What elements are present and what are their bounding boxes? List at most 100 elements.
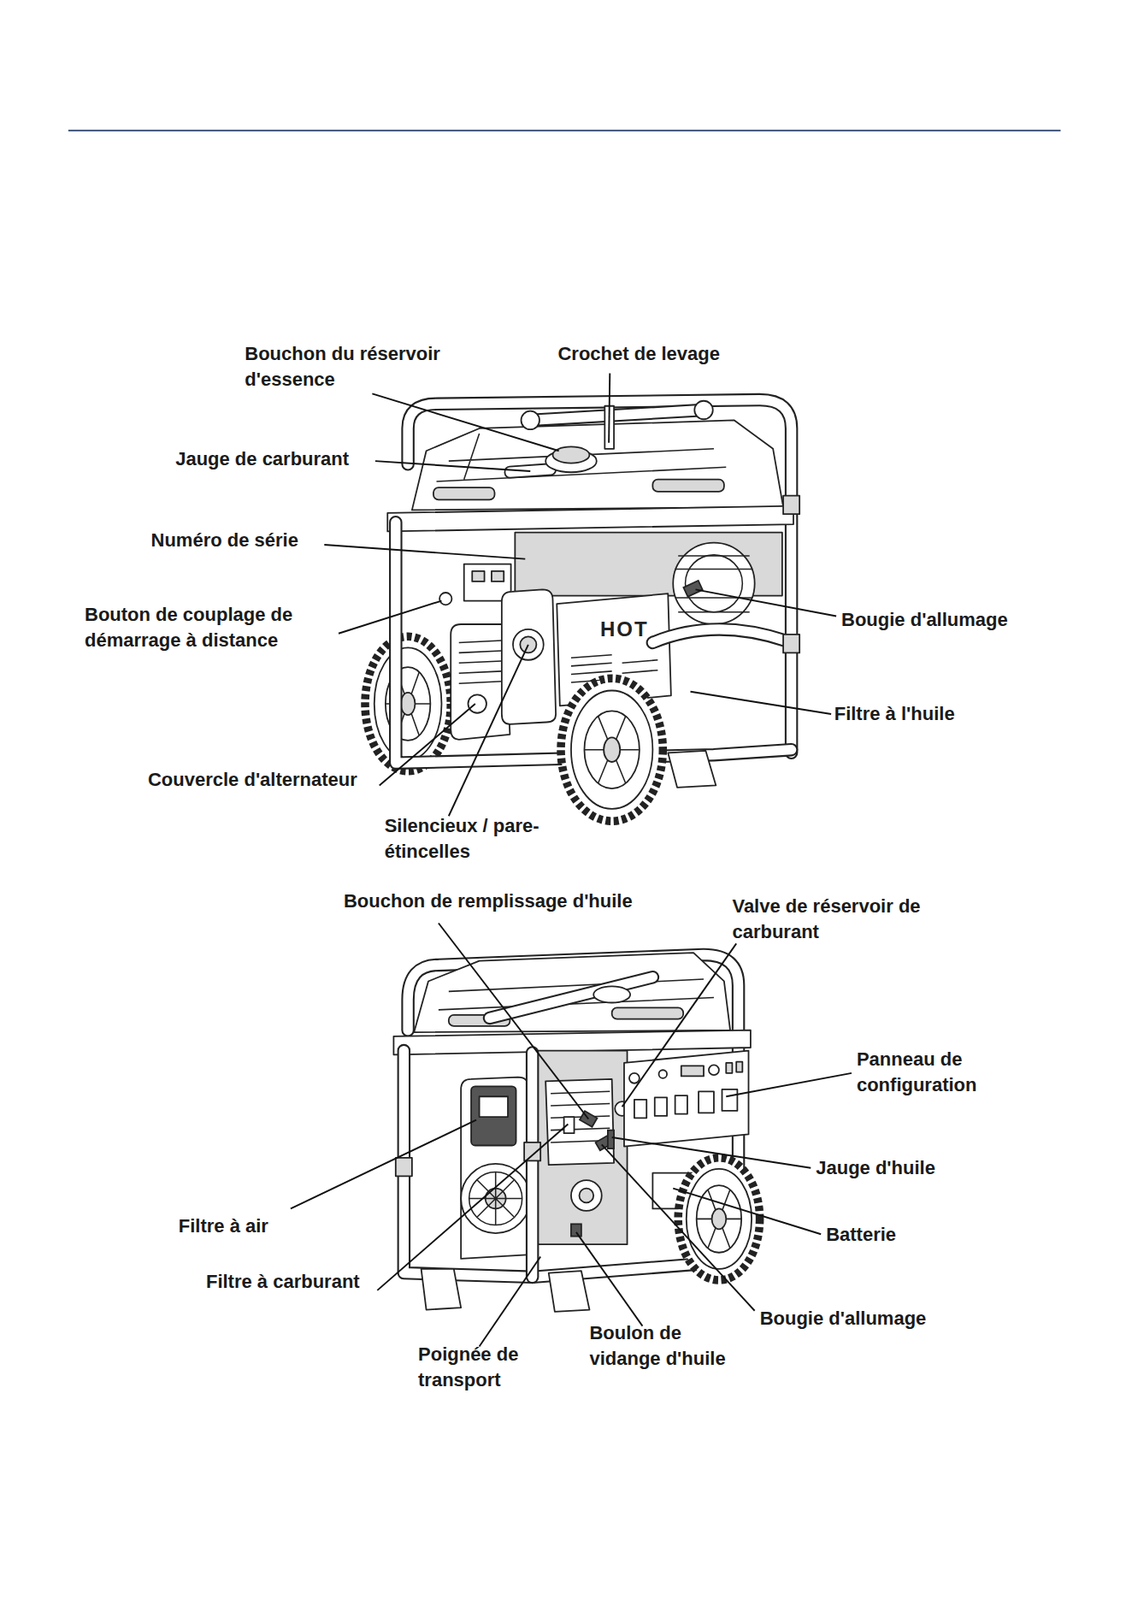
panel-knob	[708, 1064, 720, 1075]
tire	[560, 678, 663, 821]
frame-clamp	[395, 1157, 413, 1176]
leader-line	[612, 1137, 812, 1168]
panel-knob	[629, 1073, 640, 1084]
carry-handle	[652, 629, 785, 643]
bar-end	[521, 411, 540, 430]
cover-slat	[571, 654, 658, 683]
hub-cap	[603, 736, 620, 762]
rim	[686, 1168, 752, 1269]
leader-line	[438, 922, 589, 1119]
frame-clamp	[524, 1142, 541, 1161]
part-label: Numéro de série	[151, 527, 299, 554]
cooling-fin	[675, 555, 754, 613]
part-label: Bouchon du réservoir d'essence	[244, 341, 452, 393]
leader-line	[601, 1143, 755, 1310]
tank-ridge	[433, 487, 496, 500]
engine-cylinder	[672, 542, 755, 625]
leader-line	[338, 601, 442, 634]
tank-detail	[436, 433, 727, 482]
leader-line	[479, 1256, 542, 1347]
engine-bay	[530, 1050, 627, 1245]
part-label: Jauge de carburant	[175, 446, 349, 472]
frame-foot	[548, 1270, 590, 1312]
frame-foot	[421, 1268, 462, 1310]
muffler-outlet	[519, 636, 537, 653]
frame-foot	[667, 750, 716, 788]
leader-line	[377, 1123, 568, 1290]
frame-tube	[403, 1050, 714, 1278]
fuel-filter	[564, 1116, 575, 1133]
leader-line	[622, 943, 737, 1107]
brand-logo: HOT	[600, 616, 649, 643]
leader-line	[725, 1073, 852, 1097]
leader-line	[290, 1120, 477, 1209]
hub	[696, 1185, 742, 1253]
leader-line	[695, 589, 837, 616]
fan-grille	[460, 1163, 531, 1233]
part-label: Filtre à l'huile	[834, 701, 956, 727]
part-label: Bouchon de remplissage d'huile	[343, 888, 633, 914]
part-label: Valve de réservoir de carburant	[731, 893, 926, 945]
fan-rib	[469, 1172, 523, 1226]
wheel	[365, 636, 451, 771]
outlet	[721, 1089, 737, 1111]
part-label: Poignée de transport	[418, 1341, 540, 1393]
leader-line	[371, 393, 559, 451]
part-label: Boulon de vidange d'huile	[589, 1320, 754, 1372]
lifting-bar	[489, 977, 654, 1019]
spark-plug	[683, 580, 702, 597]
starter	[579, 1188, 595, 1203]
pairing-button	[439, 592, 452, 605]
fan-grille	[469, 1172, 523, 1226]
fuel-tank	[412, 419, 784, 510]
oil-dipstick	[607, 1130, 614, 1149]
wheel	[678, 1157, 760, 1280]
hub-cap	[400, 692, 416, 715]
fuel-cap	[593, 985, 631, 1003]
engine-block	[545, 1078, 614, 1165]
drawing	[68, 130, 1062, 1347]
air-filter	[471, 1085, 516, 1145]
frame-clamp	[783, 634, 800, 653]
part-label: Panneau de configuration	[856, 1046, 1004, 1098]
panel-switch	[725, 1062, 732, 1074]
lifting-bar	[489, 977, 654, 1019]
generator-view-2	[393, 952, 760, 1312]
leader-lines	[290, 373, 852, 1347]
part-label: Crochet de levage	[557, 341, 720, 367]
leader-line	[324, 544, 525, 560]
part-label: Bougie d'allumage	[760, 1305, 927, 1332]
fuel-cap	[552, 446, 590, 463]
muffler	[501, 589, 556, 724]
leader-line	[375, 460, 531, 472]
spoke	[583, 715, 639, 784]
header-rule	[68, 129, 1062, 132]
part-label: Bouton de couplage de démarrage à distan…	[84, 601, 343, 654]
tire	[365, 636, 451, 771]
rim	[571, 690, 653, 809]
panel-display	[681, 1065, 704, 1076]
starter	[571, 1179, 602, 1211]
control-box-detail	[491, 571, 504, 582]
top-rail	[387, 506, 794, 532]
cover-slot	[459, 640, 502, 684]
generator-view-1	[365, 400, 800, 822]
part-label: Silencieux / pare-étincelles	[384, 813, 546, 865]
leader-line	[672, 1188, 821, 1235]
part-label: Filtre à air	[178, 1213, 269, 1239]
lifting-bar	[530, 410, 704, 421]
oil-drain-bolt	[571, 1223, 582, 1236]
panel-switch	[736, 1061, 743, 1073]
outlet	[675, 1095, 688, 1114]
cooling-fin	[550, 1090, 610, 1143]
panel-knob	[659, 1069, 668, 1079]
frame-clamp	[783, 495, 800, 514]
tank-ridge	[612, 1007, 684, 1019]
control-box-detail	[471, 571, 484, 582]
leader-line	[379, 703, 476, 785]
control-panel	[624, 1050, 749, 1147]
rim	[374, 647, 443, 760]
